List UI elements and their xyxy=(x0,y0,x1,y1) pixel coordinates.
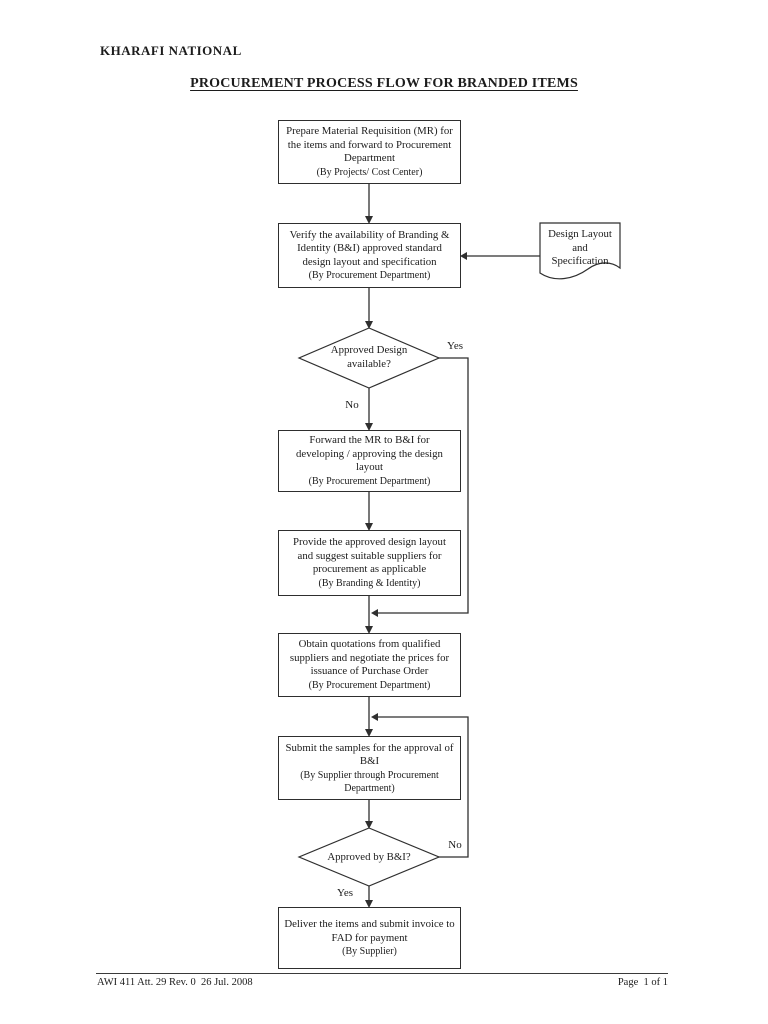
connector-no-loop xyxy=(378,716,469,858)
process-box-prepare-mr: Prepare Material Requisition (MR) for th… xyxy=(278,120,461,184)
decision-label-approved-by-bi: Approved by B&I? xyxy=(327,851,411,863)
process-box-forward-mr: Forward the MR to B&I for developing / a… xyxy=(278,430,461,492)
branch-label-yes-2: Yes xyxy=(336,887,353,899)
document-shape-design-layout xyxy=(539,222,621,280)
process-by-text: (By Projects/ Cost Center) xyxy=(316,166,423,178)
arrowhead-down-icon xyxy=(365,216,373,224)
document-label-design-layout: Design Layout and Specification xyxy=(548,228,612,267)
arrowhead-down-icon xyxy=(365,626,373,634)
page-title: PROCUREMENT PROCESS FLOW FOR BRANDED ITE… xyxy=(190,76,578,91)
footer-document-reference: AWI 411 Att. 29 Rev. 0 26 Jul. 2008 xyxy=(97,977,253,988)
arrowhead-down-icon xyxy=(365,729,373,737)
connector-yes-branch xyxy=(378,357,469,614)
process-text: Deliver the items and submit invoice to … xyxy=(284,918,455,944)
company-name: KHARAFI NATIONAL xyxy=(100,43,242,58)
process-text: Provide the approved design layout and s… xyxy=(293,536,446,576)
process-text: Forward the MR to B&I for developing / a… xyxy=(296,434,443,474)
process-by-text: (By Procurement Department) xyxy=(308,475,431,487)
process-by-text: (By Supplier through Procurement Departm… xyxy=(300,769,439,794)
process-text: Obtain quotations from qualified supplie… xyxy=(289,638,450,678)
process-by-text: (By Supplier) xyxy=(342,946,397,957)
arrowhead-left-icon xyxy=(460,252,467,260)
process-by-text: (By Procurement Department) xyxy=(308,679,431,691)
process-text: Verify the availability of Branding & Id… xyxy=(289,228,450,268)
process-box-provide-layout: Provide the approved design layout and s… xyxy=(278,530,461,596)
decision-label-design-available: Approved Design available? xyxy=(330,344,408,370)
process-by-text: (By Procurement Department) xyxy=(308,270,431,282)
process-box-obtain-quotations: Obtain quotations from qualified supplie… xyxy=(278,633,461,697)
footer-divider xyxy=(96,973,668,974)
process-box-deliver-items: Deliver the items and submit invoice to … xyxy=(278,907,461,969)
process-by-text: (By Branding & Identity) xyxy=(318,577,421,589)
arrowhead-down-icon xyxy=(365,321,373,329)
arrowhead-down-icon xyxy=(365,423,373,431)
branch-label-yes-1: Yes xyxy=(446,340,463,352)
arrowhead-down-icon xyxy=(365,523,373,531)
arrowhead-left-icon xyxy=(371,609,378,617)
decision-diamond-approved-by-bi xyxy=(297,827,441,887)
process-box-submit-samples: Submit the samples for the approval of B… xyxy=(278,736,461,800)
footer-page-number: Page 1 of 1 xyxy=(617,977,668,988)
process-text: Prepare Material Requisition (MR) for th… xyxy=(286,125,453,165)
arrowhead-left-icon xyxy=(371,713,378,721)
arrowhead-down-icon xyxy=(365,900,373,908)
branch-label-no-2: No xyxy=(448,839,462,851)
branch-label-no-1: No xyxy=(345,399,359,411)
process-box-verify-availability: Verify the availability of Branding & Id… xyxy=(278,223,461,288)
decision-diamond-design-available xyxy=(297,327,441,389)
process-text: Submit the samples for the approval of B… xyxy=(285,741,454,768)
arrowhead-down-icon xyxy=(365,821,373,829)
